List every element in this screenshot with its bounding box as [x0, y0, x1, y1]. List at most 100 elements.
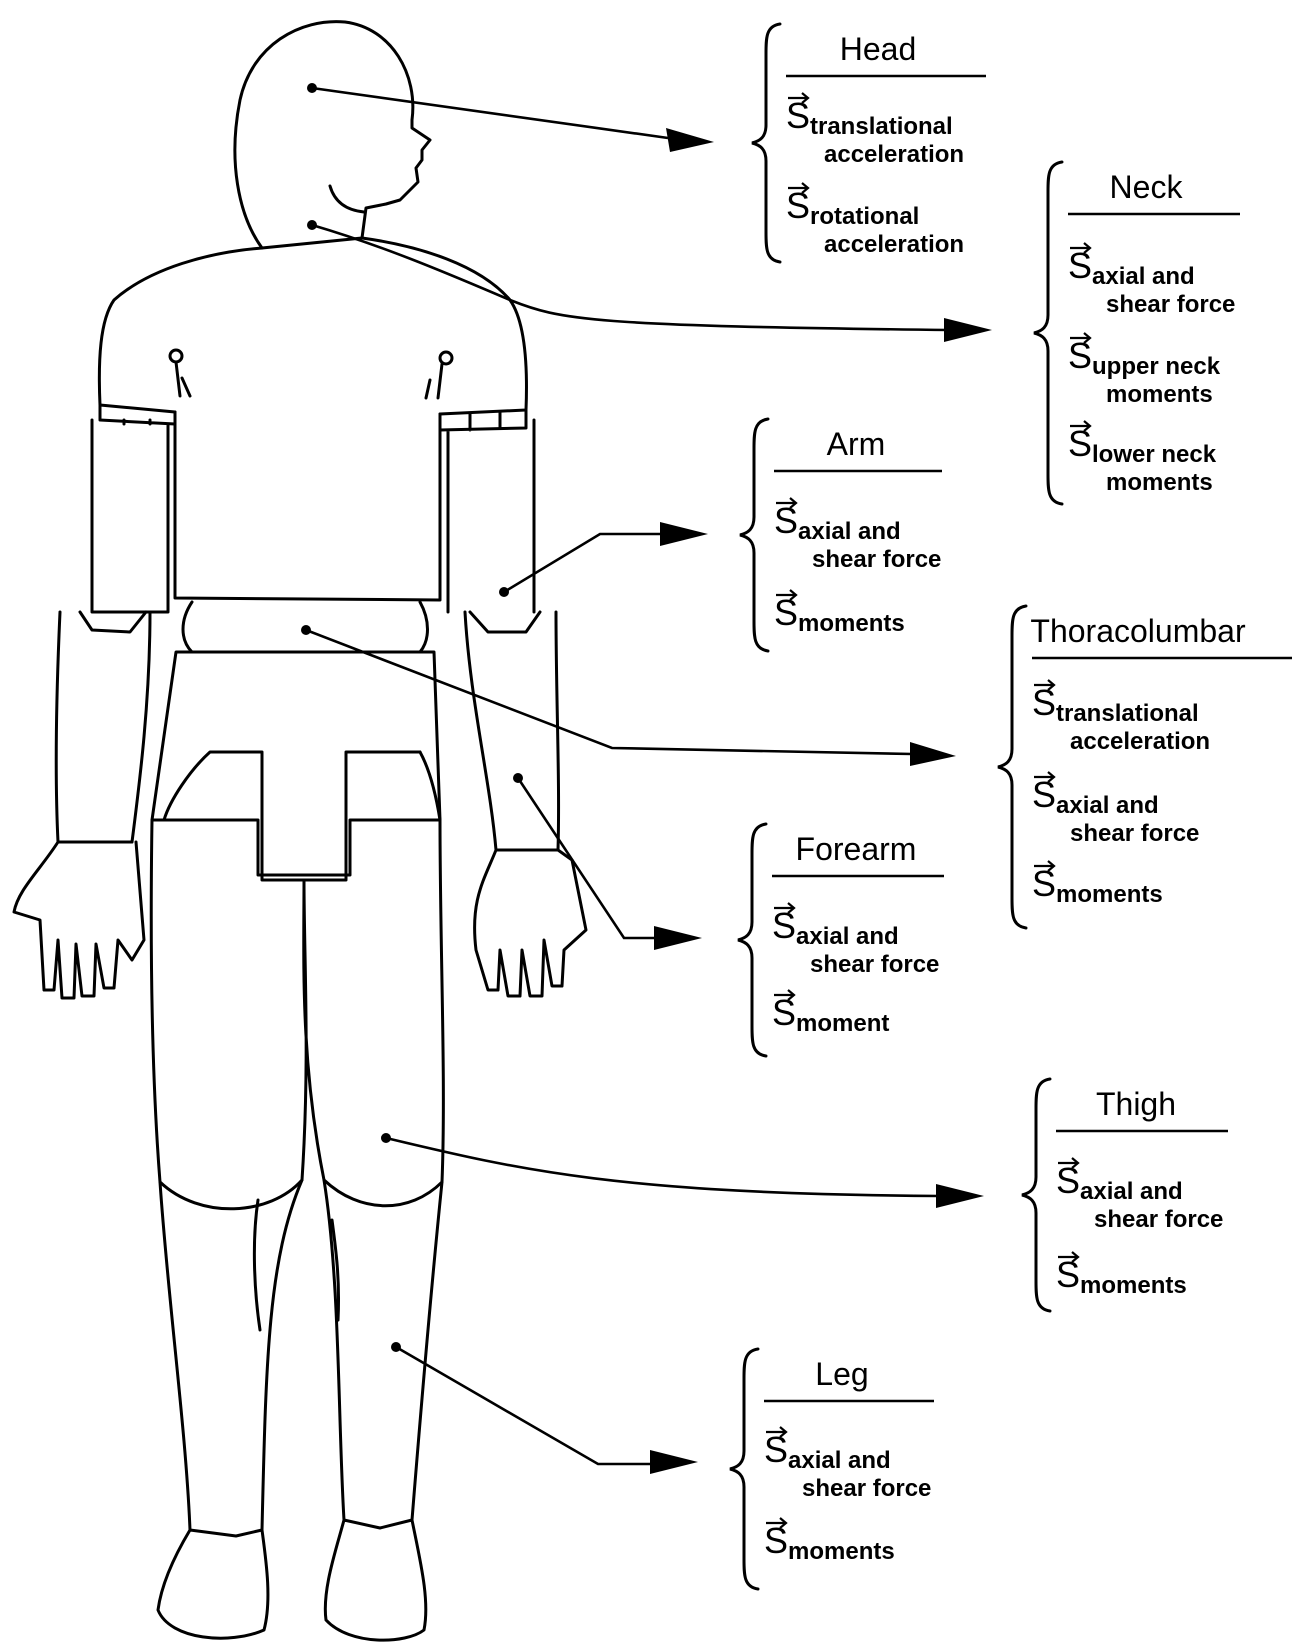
thoracolumbar-item-line: axial and [1056, 792, 1159, 819]
neck-item-line: shear force [1106, 291, 1235, 318]
dummy-figure [14, 22, 586, 1641]
figure-left-forearm [56, 612, 150, 842]
figure-right-lower-leg [324, 1180, 442, 1520]
figure-pelvis [152, 652, 440, 875]
neck-item: Saxial andshear force [1068, 243, 1235, 318]
thigh-brace [1022, 1079, 1050, 1311]
head-item-line: rotational [810, 203, 919, 230]
forearm-item-line: shear force [810, 951, 939, 978]
vector-s-symbol: S [1056, 1254, 1080, 1295]
thoracolumbar-item-line: translational [1056, 700, 1199, 727]
vector-s-symbol: S [774, 592, 798, 633]
vector-s-symbol: S [772, 905, 796, 946]
arm-item: Smoments [774, 590, 905, 637]
figure-head [235, 22, 430, 248]
arm-item-line: moments [798, 610, 905, 637]
head-item-line: acceleration [824, 231, 964, 258]
forearm-item-line: moment [796, 1010, 889, 1037]
thigh-leader [386, 1138, 940, 1196]
neck-item-line: upper neck [1092, 353, 1221, 380]
head-title: Head [840, 31, 917, 67]
leg-item-line: shear force [802, 1475, 931, 1502]
vector-s-symbol: S [774, 500, 798, 541]
thigh-title: Thigh [1096, 1086, 1176, 1122]
figure-right-forearm [465, 612, 559, 850]
neck-item-line: moments [1106, 381, 1213, 408]
forearm-title: Forearm [796, 831, 917, 867]
leg-title: Leg [815, 1356, 868, 1392]
figure-right-foot [325, 1520, 426, 1640]
neck-arrow [944, 318, 992, 342]
thoracolumbar-arrow [910, 742, 956, 766]
forearm-arrow [654, 926, 702, 950]
arm-leader [504, 534, 660, 592]
vector-s-symbol: S [764, 1520, 788, 1561]
vector-s-symbol: S [1032, 863, 1056, 904]
neck-item-line: axial and [1092, 263, 1195, 290]
leg-leader [396, 1347, 650, 1464]
figure-right-elbow [470, 612, 540, 632]
figure-left-elbow [80, 612, 146, 632]
figure-right-hand [475, 850, 586, 996]
arm-item: Saxial andshear force [774, 498, 941, 573]
vector-s-symbol: S [1068, 245, 1092, 286]
neck-title: Neck [1110, 169, 1184, 205]
arm-item-line: axial and [798, 518, 901, 545]
left-shoulder-pin [170, 350, 182, 362]
right-shoulder-pin [440, 352, 452, 364]
vector-s-symbol: S [1032, 774, 1056, 815]
leg-item-line: moments [788, 1538, 895, 1565]
thigh-item: Smoments [1056, 1252, 1187, 1299]
thigh-item-line: moments [1080, 1272, 1187, 1299]
vector-s-symbol: S [786, 95, 810, 136]
neck-item-line: lower neck [1092, 441, 1217, 468]
figure-left-foot [158, 1530, 268, 1638]
figure-left-upper-arm [92, 405, 175, 612]
figure-shoulders [99, 238, 526, 600]
thigh-item-line: axial and [1080, 1178, 1183, 1205]
figure-pelvis-plate [164, 752, 420, 880]
arm-brace [740, 419, 768, 651]
thoracolumbar-title: Thoracolumbar [1030, 613, 1246, 649]
figure-jaw [330, 186, 364, 212]
thoracolumbar-leader [306, 630, 912, 754]
head-leader [312, 88, 668, 138]
figure-thighs [151, 820, 443, 1209]
forearm-leader [518, 778, 656, 938]
thoracolumbar-item-line: moments [1056, 881, 1163, 908]
neck-item: Supper neckmoments [1068, 333, 1221, 408]
left-shoulder-pin-stem [176, 362, 190, 396]
leg-brace [730, 1349, 758, 1589]
forearm-item-line: axial and [796, 923, 899, 950]
head-brace [752, 24, 780, 262]
forearm-brace [738, 824, 766, 1056]
arm-item-line: shear force [812, 546, 941, 573]
vector-s-symbol: S [786, 185, 810, 226]
head-item-line: translational [810, 113, 953, 140]
figure-left-lower-leg [160, 1180, 302, 1530]
forearm-group: ForearmSaxial andshear forceSmoment [738, 824, 944, 1056]
right-shoulder-pin-stem [426, 364, 442, 398]
arm-title: Arm [827, 426, 886, 462]
thoracolumbar-brace [998, 606, 1026, 928]
leader-lines [301, 83, 992, 1474]
vector-s-symbol: S [764, 1429, 788, 1470]
vector-s-symbol: S [1032, 682, 1056, 723]
